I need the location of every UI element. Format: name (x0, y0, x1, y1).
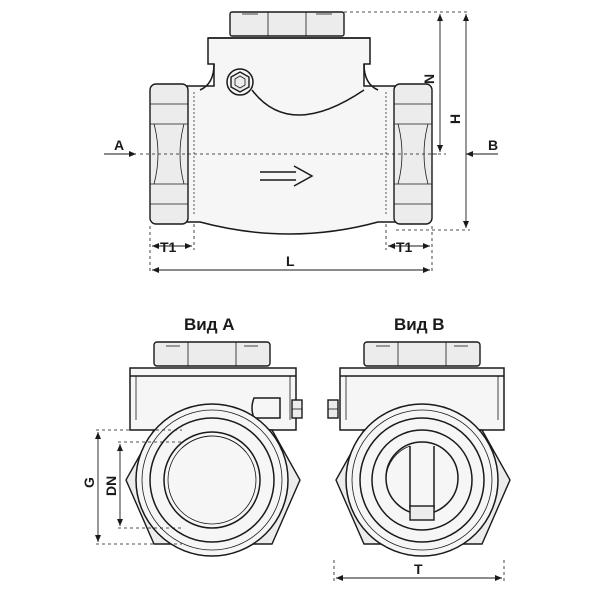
cap-height-label: N (421, 74, 437, 84)
width-label: T (414, 561, 423, 577)
view-b-title: Вид B (394, 315, 445, 334)
thread-length-left-label: T1 (160, 239, 177, 255)
length-label: L (286, 253, 295, 269)
plug-screw (226, 68, 254, 96)
height-label: H (447, 114, 463, 124)
inlet-label: A (114, 137, 124, 153)
flow-direction-arrow (260, 165, 314, 187)
view-b: Вид B T (327, 315, 511, 584)
outlet-label: B (488, 137, 498, 153)
bonnet-hex-nut (229, 11, 345, 37)
view-a-title: Вид A (184, 315, 235, 334)
thread-length-right-label: T1 (396, 239, 413, 255)
thread-size-label: G (81, 477, 97, 488)
view-a: Вид A G DN (81, 315, 303, 557)
nominal-diameter-label: DN (103, 476, 119, 496)
side-view: A B N H T1 T1 L (104, 11, 498, 273)
